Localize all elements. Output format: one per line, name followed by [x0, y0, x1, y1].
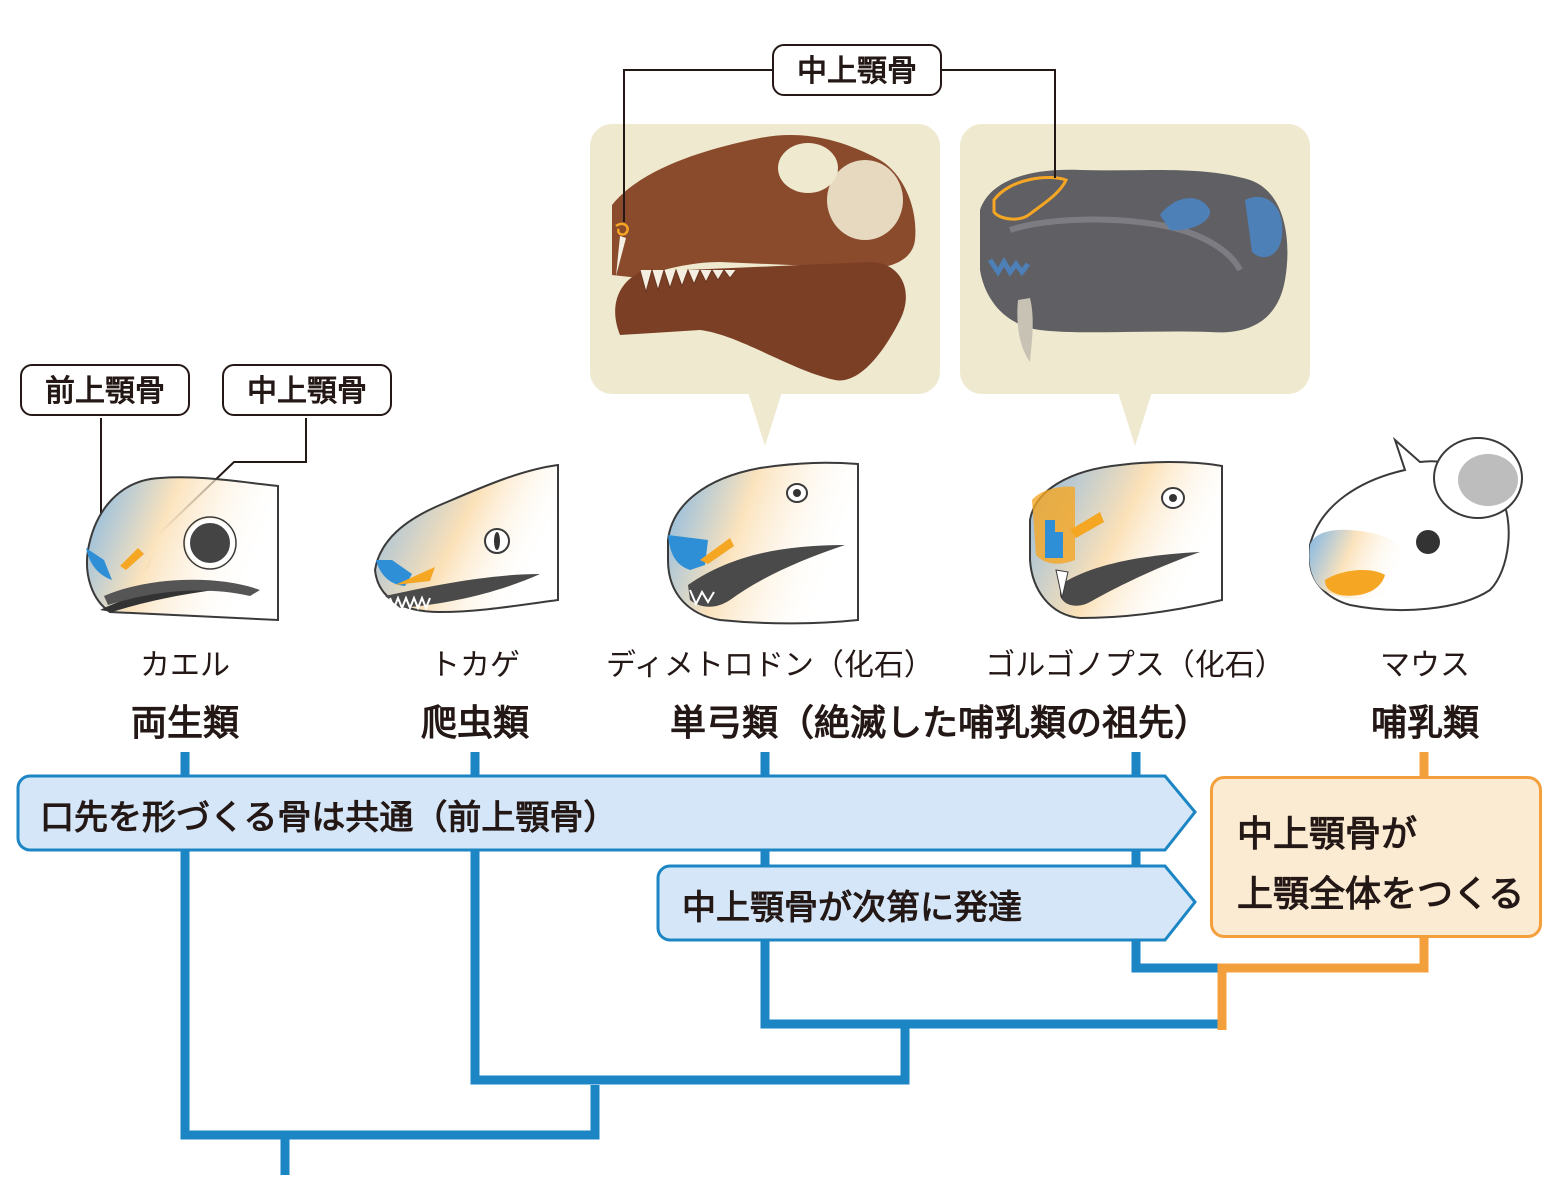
banner-develop-text: 中上顎骨が次第に発達 — [682, 888, 1022, 928]
species-mouse: マウス — [1380, 648, 1470, 683]
tree-node-2 — [470, 752, 910, 1085]
develop-banner-shape — [656, 864, 1197, 942]
class-mammal: 哺乳類 — [1370, 703, 1479, 744]
gorgonops-head-illustration — [1029, 461, 1223, 620]
callout-maxilla-top: 中上顎骨 — [772, 44, 942, 96]
lizard-head-illustration — [373, 463, 559, 614]
result-box: 中上顎骨が 上顎全体をつくる — [1210, 776, 1542, 938]
tree-node-1 — [180, 752, 600, 1140]
class-amphibian: 両生類 — [130, 703, 239, 744]
class-synapsid: 単弓類（絶滅した哺乳類の祖先） — [669, 703, 1210, 744]
species-frog: カエル — [140, 648, 230, 683]
result-line-2: 上顎全体をつくる — [1237, 874, 1525, 915]
species-gorgonops: ゴルゴノプス（化石） — [985, 648, 1285, 683]
species-dimetrodon: ディメトロドン（化石） — [606, 648, 934, 683]
common-banner-shape — [16, 774, 1197, 852]
dimetrodon-head-illustration — [667, 461, 859, 625]
species-lizard: トカゲ — [430, 648, 520, 683]
callout-maxilla-left: 中上顎骨 — [222, 364, 392, 416]
callout-premaxilla-left: 前上顎骨 — [20, 364, 190, 416]
dimetrodon-photo-panel — [590, 124, 940, 446]
dimetrodon-fossil-skull — [612, 134, 916, 381]
gorgonops-photo-panel — [960, 124, 1310, 446]
gorgonops-fossil-skull — [980, 169, 1288, 362]
frog-head-illustration — [86, 476, 279, 622]
mouse-head-illustration — [1309, 436, 1523, 611]
class-reptile: 爬虫類 — [420, 703, 529, 744]
banner-common-text: 口先を形づくる骨は共通（前上顎骨） — [40, 798, 618, 838]
result-line-1: 中上顎骨が — [1237, 814, 1418, 855]
